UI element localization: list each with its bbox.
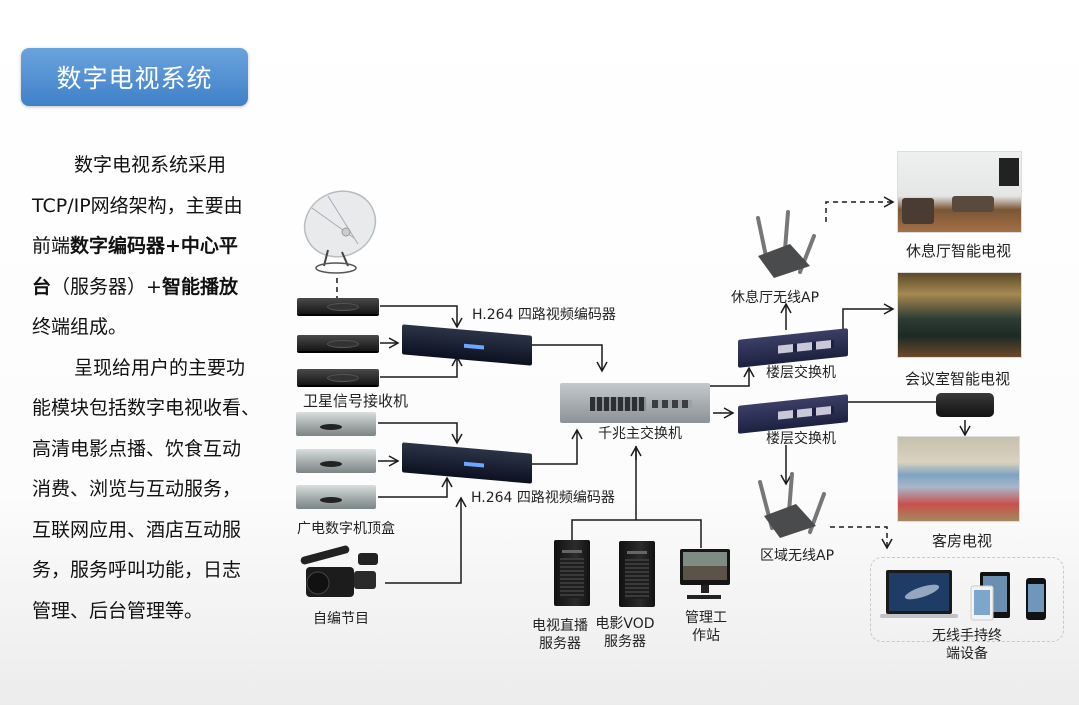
satellite-receiver-label: 卫星信号接收机 (303, 392, 409, 410)
desc-text: 智能播放 (161, 275, 238, 298)
desc-line: 务，服务呼叫功能，日志 (32, 559, 242, 581)
encoder-bottom-label: H.264 四路视频编码器 (471, 490, 615, 506)
desc-text: 数字编码器+中心平 (70, 235, 238, 257)
edge-ap-handheld (830, 526, 893, 550)
edge-receiver3-encoder (380, 355, 463, 378)
mgmt-station-label: 管理工作站 (685, 610, 727, 644)
desc-line: 消费、浏览与互动服务， (32, 478, 242, 500)
vod-server-icon (619, 541, 655, 607)
description: 数字电视系统采用 TCP/IP网络架构，主要由 前端数字编码器+中心平 台（服务… (32, 145, 287, 631)
edge-core-floor1 (695, 366, 755, 387)
desc-text: 终端组成。 (32, 316, 128, 338)
edge-floor1-meeting (842, 303, 895, 330)
page-title: 数字电视系统 (21, 48, 248, 106)
cable-stb-icon (296, 449, 376, 473)
lounge-tv-label: 休息厅智能电视 (906, 242, 1012, 260)
smart-set-top-box-icon (936, 393, 994, 417)
desc-line: 互联网应用、酒店互动服 (32, 518, 242, 541)
live-server-icon (554, 540, 590, 606)
desc-line: 前端数字编码器+中心平 (32, 226, 287, 267)
area-wireless-ap-icon (758, 472, 826, 538)
edge-encoder1-core (530, 344, 608, 373)
meeting-tv-label: 会议室智能电视 (905, 370, 1011, 388)
edge-receiver1-encoder (380, 305, 463, 329)
desc-line: 呈现给用户的主要功 (74, 356, 246, 379)
desc-text: （服务器）+ (51, 275, 162, 298)
desc-line: 台（服务器）+智能播放 (32, 267, 287, 308)
satellite-dish-icon (303, 190, 377, 274)
live-server-label: 电视直播服务器 (532, 618, 588, 652)
encoder-top-label: H.264 四路视频编码器 (472, 307, 616, 323)
cable-stb-icon (296, 485, 376, 509)
core-switch-label: 千兆主交换机 (598, 426, 682, 442)
desc-text: TCP/IP网络架构，主要由 (32, 194, 243, 217)
workstation-icon (680, 549, 730, 599)
satellite-receiver-icon (297, 335, 379, 351)
lounge-wireless-ap-icon (756, 210, 816, 278)
edge-encoder2-core (528, 428, 583, 465)
room-tv-label: 客房电视 (932, 532, 993, 550)
core-switch-icon (560, 383, 710, 423)
guest-room-image (897, 436, 1020, 522)
laptop-icon (880, 570, 958, 618)
cable-stb-label: 广电数字机顶盒 (297, 521, 395, 537)
area-ap-label: 区域无线AP (760, 548, 835, 564)
desc-text: 台 (32, 275, 52, 298)
smartphone-icon (1026, 578, 1046, 620)
video-camera-icon (300, 545, 378, 597)
edge-stb3-encoder (378, 476, 453, 498)
desc-line: 能模块包括数字电视收看、 (32, 397, 261, 419)
edge-camera-encoder (385, 496, 467, 584)
desc-line: 数字电视系统采用 (32, 145, 287, 186)
lounge-room-image (897, 151, 1022, 233)
handheld-devices-group (870, 557, 1064, 642)
floor-switch-2-label: 楼层交换机 (766, 431, 836, 447)
desc-line: 管理、后台管理等。 (32, 599, 204, 622)
desc-text: 前端 (32, 235, 71, 257)
desc-line: 高清电影点播、饮食互动 (32, 437, 242, 460)
satellite-receiver-icon (297, 298, 379, 314)
satellite-receiver-icon (297, 369, 379, 385)
handheld-label: 无线手持终端设备 (932, 628, 1002, 662)
edge-stb1-encoder (378, 422, 463, 445)
cable-stb-icon (296, 412, 376, 436)
edge-ap-lounge (825, 196, 895, 222)
self-program-label: 自编节目 (313, 611, 369, 627)
lounge-ap-label: 休息厅无线AP (731, 290, 820, 306)
desc-text: 数字电视系统采用 (74, 154, 227, 176)
tablet-icon (970, 572, 1010, 621)
meeting-room-image (897, 272, 1022, 358)
desc-line: TCP/IP网络架构，主要由 (32, 186, 287, 227)
desc-line: 终端组成。 (32, 307, 287, 348)
floor-switch-1-label: 楼层交换机 (766, 365, 836, 381)
